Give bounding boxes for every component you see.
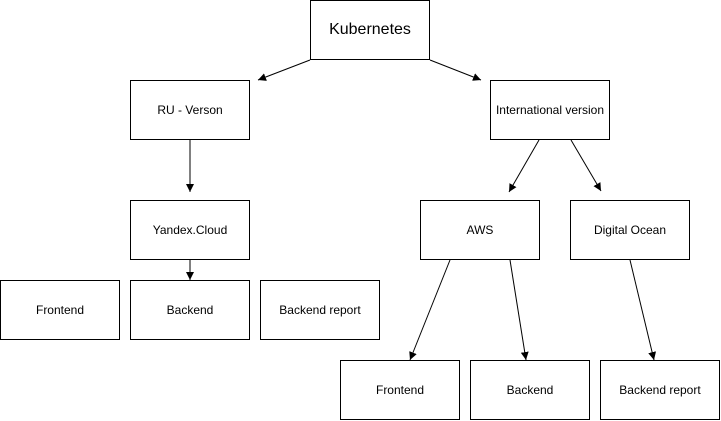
- node-ru-version-label: RU - Verson: [157, 103, 223, 117]
- node-ru-backend-label: Backend: [166, 303, 214, 317]
- edge-international-to-aws: [508, 139, 540, 193]
- node-ru-backend-report-label: Backend report: [279, 303, 361, 317]
- node-aws-frontend[interactable]: Frontend: [340, 360, 460, 420]
- node-aws-label: AWS: [466, 223, 494, 237]
- node-ru-frontend-label: Frontend: [35, 303, 85, 317]
- node-aws-frontend-label: Frontend: [375, 383, 425, 397]
- node-international-version-label: International version: [495, 103, 605, 117]
- node-aws-backend-label: Backend: [506, 383, 554, 397]
- node-aws[interactable]: AWS: [420, 200, 540, 260]
- node-yandex-cloud[interactable]: Yandex.Cloud: [130, 200, 250, 260]
- node-digital-ocean[interactable]: Digital Ocean: [570, 200, 690, 260]
- edge-kubernetes-to-ru-version: [257, 59, 311, 81]
- node-kubernetes-label: Kubernetes: [329, 21, 411, 38]
- node-ru-frontend[interactable]: Frontend: [0, 280, 120, 340]
- node-international-version[interactable]: International version: [490, 80, 610, 140]
- node-kubernetes[interactable]: Kubernetes: [310, 0, 430, 60]
- edge-aws-to-frontend: [409, 259, 451, 361]
- edge-kubernetes-to-international: [429, 59, 482, 81]
- node-ru-backend-report[interactable]: Backend report: [260, 280, 380, 340]
- node-ru-version[interactable]: RU - Verson: [130, 80, 250, 140]
- node-aws-backend[interactable]: Backend: [470, 360, 590, 420]
- node-yandex-cloud-label: Yandex.Cloud: [152, 223, 228, 237]
- node-digital-ocean-label: Digital Ocean: [593, 223, 667, 237]
- edge-international-to-digital-ocean: [570, 139, 602, 192]
- edge-aws-to-backend: [509, 259, 529, 361]
- node-do-backend-report-label: Backend report: [619, 383, 701, 397]
- node-do-backend-report[interactable]: Backend report: [600, 360, 720, 420]
- edge-digital-ocean-to-backend-report: [629, 259, 657, 361]
- node-ru-backend[interactable]: Backend: [130, 280, 250, 340]
